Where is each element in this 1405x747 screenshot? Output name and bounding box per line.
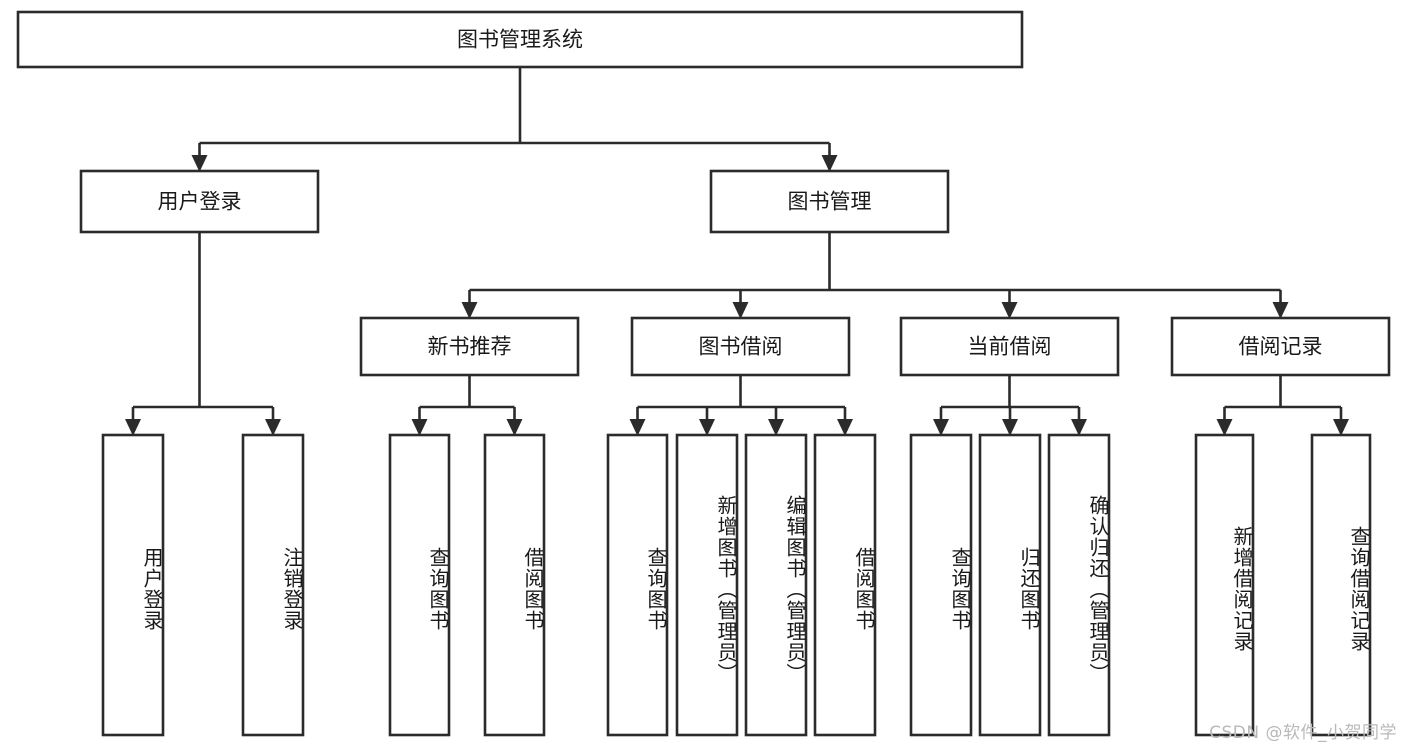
arrow-head-icon — [768, 419, 784, 436]
node-label-borrow-record: 借阅记录 — [1239, 335, 1323, 359]
node-box-book-borrow[interactable] — [630, 316, 851, 377]
node-box-layer — [16, 10, 1391, 737]
arrow-head-icon — [629, 419, 646, 436]
node-box-book-manage[interactable] — [709, 169, 950, 234]
arrow-head-icon — [411, 419, 428, 436]
node-label-new-book-rec: 新书推荐 — [428, 335, 512, 359]
node-box-leaf-add-book[interactable] — [675, 433, 739, 737]
node-box-leaf-query-book-3[interactable] — [909, 433, 973, 737]
node-box-leaf-user-login[interactable] — [101, 433, 165, 737]
arrow-head-icon — [933, 419, 949, 436]
arrow-head-icon — [699, 419, 715, 436]
arrow-head-icon — [506, 419, 523, 436]
arrow-head-icon — [191, 155, 208, 172]
node-label-current-borrow: 当前借阅 — [968, 335, 1052, 359]
node-box-leaf-user-logout[interactable] — [241, 433, 305, 737]
node-box-leaf-query-book-1[interactable] — [388, 433, 451, 737]
node-box-leaf-confirm-return[interactable] — [1047, 433, 1111, 737]
node-box-leaf-query-record[interactable] — [1310, 433, 1372, 737]
arrow-head-icon — [1002, 419, 1018, 436]
watermark-text: CSDN @软件_小贺同学 — [1209, 723, 1397, 743]
arrow-head-icon — [1333, 419, 1349, 436]
arrow-head-icon — [1216, 419, 1233, 436]
node-label-book-manage: 图书管理 — [788, 190, 872, 214]
arrow-head-icon — [1001, 302, 1018, 319]
arrow-head-icon — [125, 419, 141, 436]
node-box-leaf-borrow-book-1[interactable] — [483, 433, 546, 737]
node-box-new-book-rec[interactable] — [359, 316, 580, 377]
node-box-leaf-borrow-book-2[interactable] — [813, 433, 877, 737]
node-box-leaf-edit-book[interactable] — [744, 433, 808, 737]
node-label-book-borrow: 图书借阅 — [699, 335, 783, 359]
node-box-user-login[interactable] — [79, 169, 320, 234]
node-box-current-borrow[interactable] — [899, 316, 1120, 377]
node-box-leaf-query-book-2[interactable] — [606, 433, 669, 737]
arrow-head-icon — [1071, 419, 1087, 436]
arrow-head-icon — [821, 155, 838, 172]
connector-layer — [125, 67, 1349, 436]
node-label-user-login: 用户登录 — [158, 190, 242, 214]
node-box-root[interactable] — [16, 10, 1024, 69]
arrow-head-icon — [1272, 302, 1289, 319]
arrow-head-icon — [265, 419, 281, 436]
arrow-head-icon — [461, 302, 478, 319]
node-label-root: 图书管理系统 — [457, 28, 583, 52]
arrow-head-icon — [837, 419, 853, 436]
node-box-leaf-return-book[interactable] — [978, 433, 1042, 737]
node-box-borrow-record[interactable] — [1170, 316, 1391, 377]
arrow-head-icon — [732, 302, 749, 319]
node-box-leaf-add-record[interactable] — [1194, 433, 1255, 737]
